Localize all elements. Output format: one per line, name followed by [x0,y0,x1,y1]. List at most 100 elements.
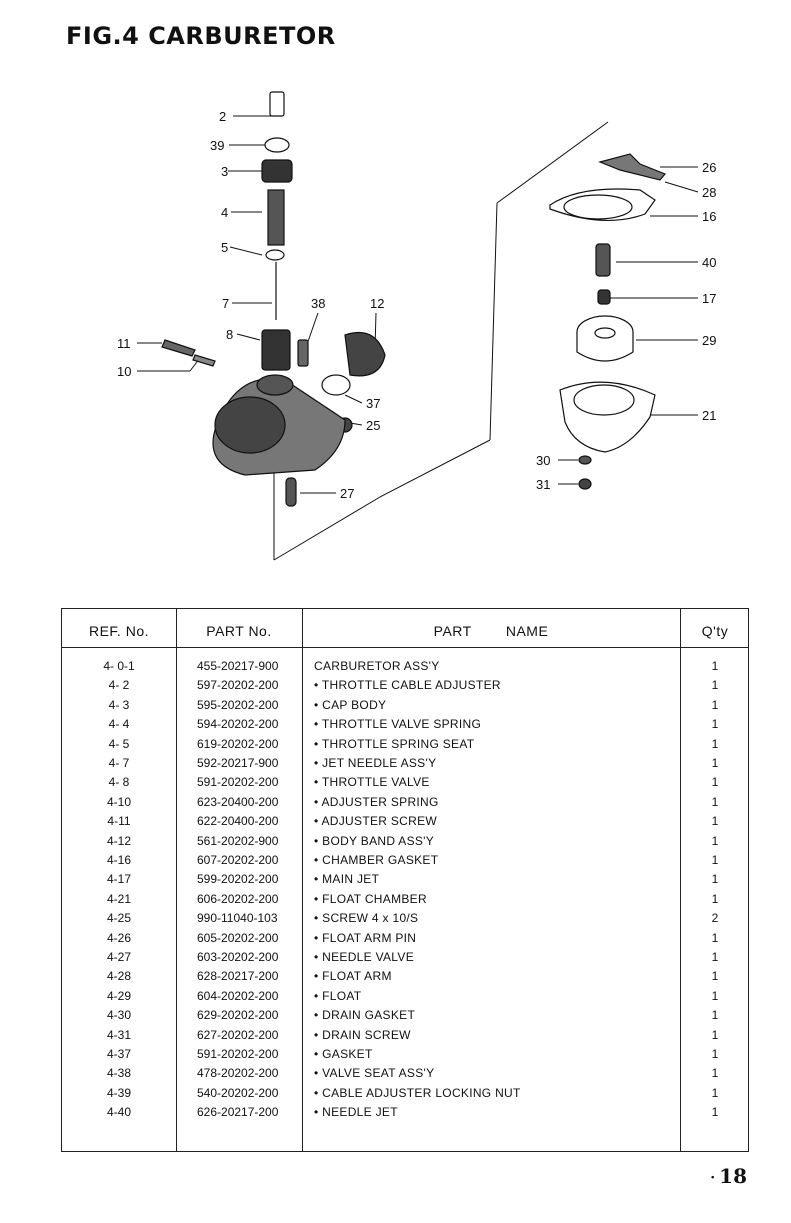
part-name-cell: • SCREW 4 x 10/S [314,911,419,926]
callout-label: 31 [536,477,550,492]
qty-cell: 1 [711,853,719,867]
ref-cell: 4-10 [106,794,132,809]
qty-cell: 1 [711,930,719,945]
part-no-cell: 591-20202-200 [197,1047,279,1061]
part-name-cell: • THROTTLE VALVE [314,775,430,790]
qty-cell: 2 [711,911,719,926]
part-name-cell: • FLOAT ARM PIN [314,930,417,945]
callout-label: 16 [702,209,716,224]
qty-cell: 1 [711,717,719,732]
part-name-cell: • MAIN JET [314,872,380,887]
part-no-cell: 605-20202-200 [197,930,279,945]
part-no-cell: 561-20202-900 [197,833,279,848]
ref-cell: 4- 3 [108,697,130,712]
part-name-cell: • THROTTLE CABLE ADJUSTER [314,678,501,693]
callout-label: 3 [221,164,228,179]
table-row: 4-40 626-20217-200 • NEEDLE JET 1 [62,1103,748,1122]
ref-cell: 4-37 [106,1047,132,1061]
ref-cell: 4-40 [106,1105,132,1120]
qty-cell: 1 [711,969,719,984]
part-name-cell: • NEEDLE JET [314,1105,398,1120]
qty-cell: 1 [711,891,719,906]
part-no-cell: 626-20217-200 [197,1105,279,1120]
ref-cell: 4- 5 [108,736,130,751]
column-divider [176,609,177,1151]
part-name-cell: • FLOAT ARM [314,969,392,984]
ref-cell: 4-12 [106,833,132,848]
header-part-name: PART NAME [433,623,549,639]
callout-label: 21 [702,408,716,423]
part-no-cell: 478-20202-200 [197,1066,279,1081]
ref-cell: 4- 8 [108,775,130,790]
qty-cell: 1 [711,659,719,673]
part-no-cell: 540-20202-200 [197,1085,279,1100]
callout-label: 40 [702,255,716,270]
callout-label: 7 [222,296,229,311]
table-row: 4-28 628-20217-200 • FLOAT ARM 1 [62,967,748,986]
part-name-cell: • VALVE SEAT ASS'Y [314,1066,435,1081]
column-divider [302,609,303,1151]
qty-cell: 1 [711,814,719,829]
ref-cell: 4-21 [106,891,132,906]
part-name-cell: • FLOAT [314,988,362,1003]
ref-cell: 4-30 [106,1008,132,1023]
ref-cell: 4-25 [106,911,132,926]
qty-cell: 1 [711,756,719,770]
part-name-cell: • THROTTLE VALVE SPRING [314,717,482,732]
header-divider [62,647,748,648]
callout-label: 29 [702,333,716,348]
callout-label: 37 [366,396,380,411]
part-name-cell: CARBURETOR ASS'Y [314,659,440,673]
part-no-cell: 622-20400-200 [197,814,279,829]
part-name-cell: • DRAIN GASKET [314,1008,416,1023]
callout-label: 25 [366,418,380,433]
ref-cell: 4-26 [106,930,132,945]
table-row: 4-25 990-11040-103 • SCREW 4 x 10/S 2 [62,909,748,928]
part-no-cell: 990-11040-103 [197,911,278,926]
part-name-cell: • GASKET [314,1047,373,1061]
header-ref-no: REF. No. [88,623,149,639]
callout-label: 17 [702,291,716,306]
qty-cell: 1 [711,872,719,887]
part-name-cell: • DRAIN SCREW [314,1027,411,1042]
callout-label: 10 [117,364,131,379]
ref-cell: 4-28 [106,969,132,984]
qty-cell: 1 [711,1105,719,1120]
callout-label: 26 [702,160,716,175]
header-qty: Q'ty [701,623,729,639]
ref-cell: 4-31 [106,1027,132,1042]
part-no-cell: 607-20202-200 [197,853,279,867]
ref-cell: 4-38 [106,1066,132,1081]
callout-label: 5 [221,240,228,255]
part-name-cell: • NEEDLE VALVE [314,950,414,964]
page-number-value: 18 [719,1164,747,1188]
part-no-cell: 455-20217-900 [197,659,279,673]
table-row: 4-26 605-20202-200 • FLOAT ARM PIN 1 [62,929,748,948]
part-name-cell: • ADJUSTER SPRING [314,794,439,809]
figure-title: FIG.4 CARBURETOR [66,22,336,50]
ref-cell: 4- 4 [108,717,130,732]
qty-cell: 1 [711,697,719,712]
part-name-cell: • JET NEEDLE ASS'Y [314,756,437,770]
callout-label: 28 [702,185,716,200]
qty-cell: 1 [711,1008,719,1023]
qty-cell: 1 [711,1047,719,1061]
part-no-cell: 628-20217-200 [197,969,279,984]
part-name-cell: • CHAMBER GASKET [314,853,439,867]
part-no-cell: 595-20202-200 [197,697,279,712]
callout-label: 39 [210,138,224,153]
part-no-cell: 623-20400-200 [197,794,279,809]
part-no-cell: 594-20202-200 [197,717,279,732]
adjuster-part [269,91,285,117]
part-no-cell: 604-20202-200 [197,988,279,1003]
part-no-cell: 597-20202-200 [197,678,279,693]
